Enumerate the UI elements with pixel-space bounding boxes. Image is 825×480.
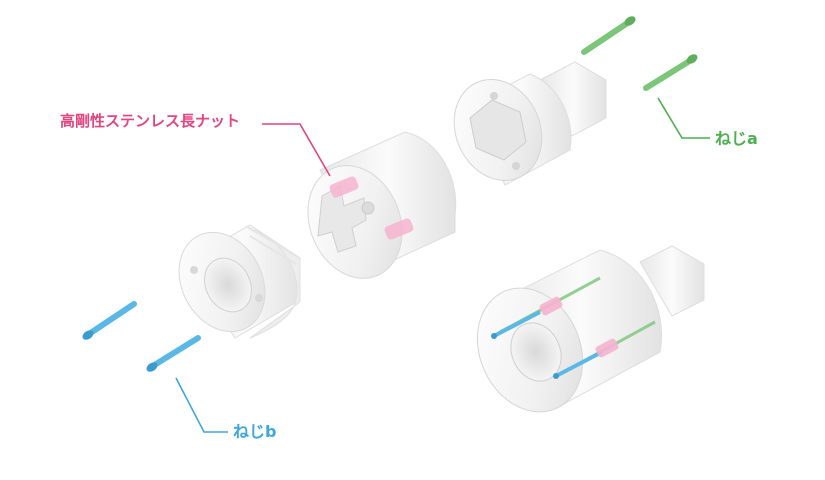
screw-b-bottom bbox=[146, 335, 201, 372]
screw-a-bottom bbox=[643, 54, 698, 91]
screw-b-top bbox=[82, 301, 137, 340]
screw-a-top bbox=[581, 16, 636, 55]
screw-a-leader-line bbox=[657, 97, 710, 139]
end-cap-part bbox=[178, 224, 301, 339]
cartridge-part bbox=[453, 61, 607, 186]
screw-b-leader-line bbox=[175, 377, 228, 433]
main-housing-part bbox=[307, 131, 457, 279]
screw-a-label: ねじa bbox=[715, 129, 758, 148]
nut-leader-line bbox=[262, 123, 331, 177]
nut-label: 高剛性ステンレス長ナット bbox=[60, 112, 241, 130]
long-nut-icon bbox=[329, 176, 414, 240]
screw-b-label: ねじb bbox=[233, 422, 277, 441]
assembled-unit bbox=[476, 245, 705, 413]
